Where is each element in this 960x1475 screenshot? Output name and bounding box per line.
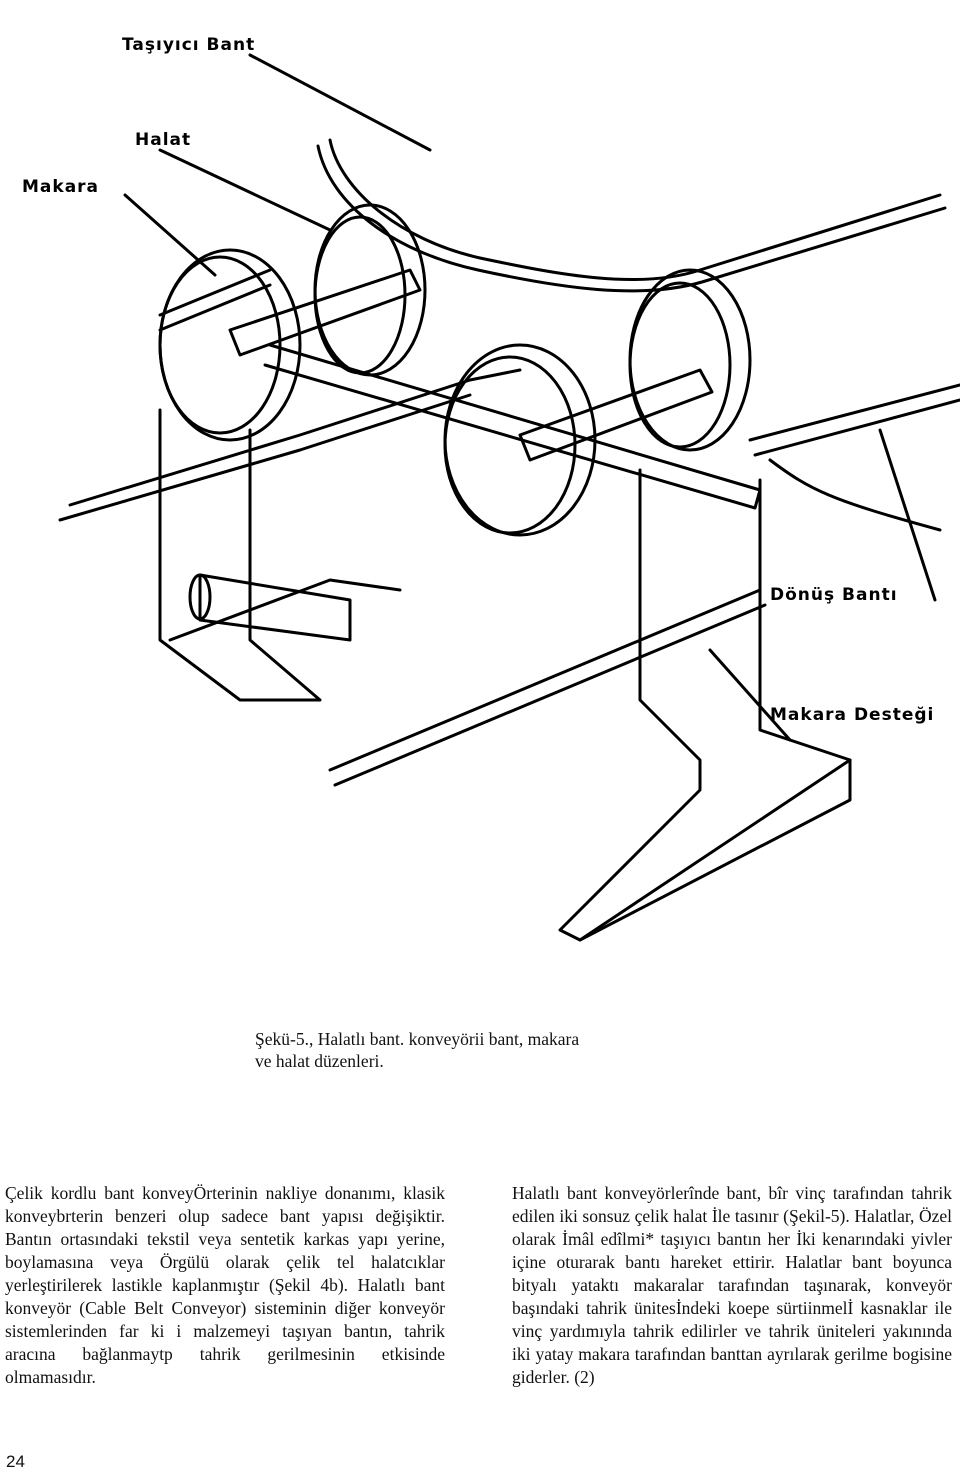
label-belt: Taşıyıcı Bant [122, 35, 255, 55]
page-number: 24 [6, 1452, 25, 1471]
body-text-left: Çelik kordlu bant konveyÖrterinin nakliy… [5, 1183, 445, 1387]
body-column-left: Çelik kordlu bant konveyÖrterinin nakliy… [5, 1182, 445, 1389]
label-cable: Halat [135, 130, 191, 150]
caption-line-1: Şekü-5., Halatlı bant. konveyörii bant, … [255, 1029, 580, 1049]
carrying-belt-line [328, 138, 942, 282]
figure-caption: Şekü-5., Halatlı bant. konveyörii bant, … [255, 1028, 725, 1072]
return-belt-line [748, 383, 960, 442]
cable-line [158, 268, 272, 317]
body-text-right: Halatlı bant konveyörlerînde bant, bîr v… [512, 1183, 952, 1387]
body-column-right: Halatlı bant konveyörlerînde bant, bîr v… [512, 1182, 952, 1389]
conveyor-diagram: Taşıyıcı Bant Halat Makara Dönüş Bantı M… [22, 35, 960, 942]
label-pulley-support: Makara Desteği [770, 705, 934, 725]
label-return-belt: Dönüş Bantı [770, 585, 898, 605]
caption-line-2: ve halat düzenleri. [255, 1051, 384, 1071]
left-support [158, 408, 322, 702]
label-pulley: Makara [22, 177, 99, 197]
